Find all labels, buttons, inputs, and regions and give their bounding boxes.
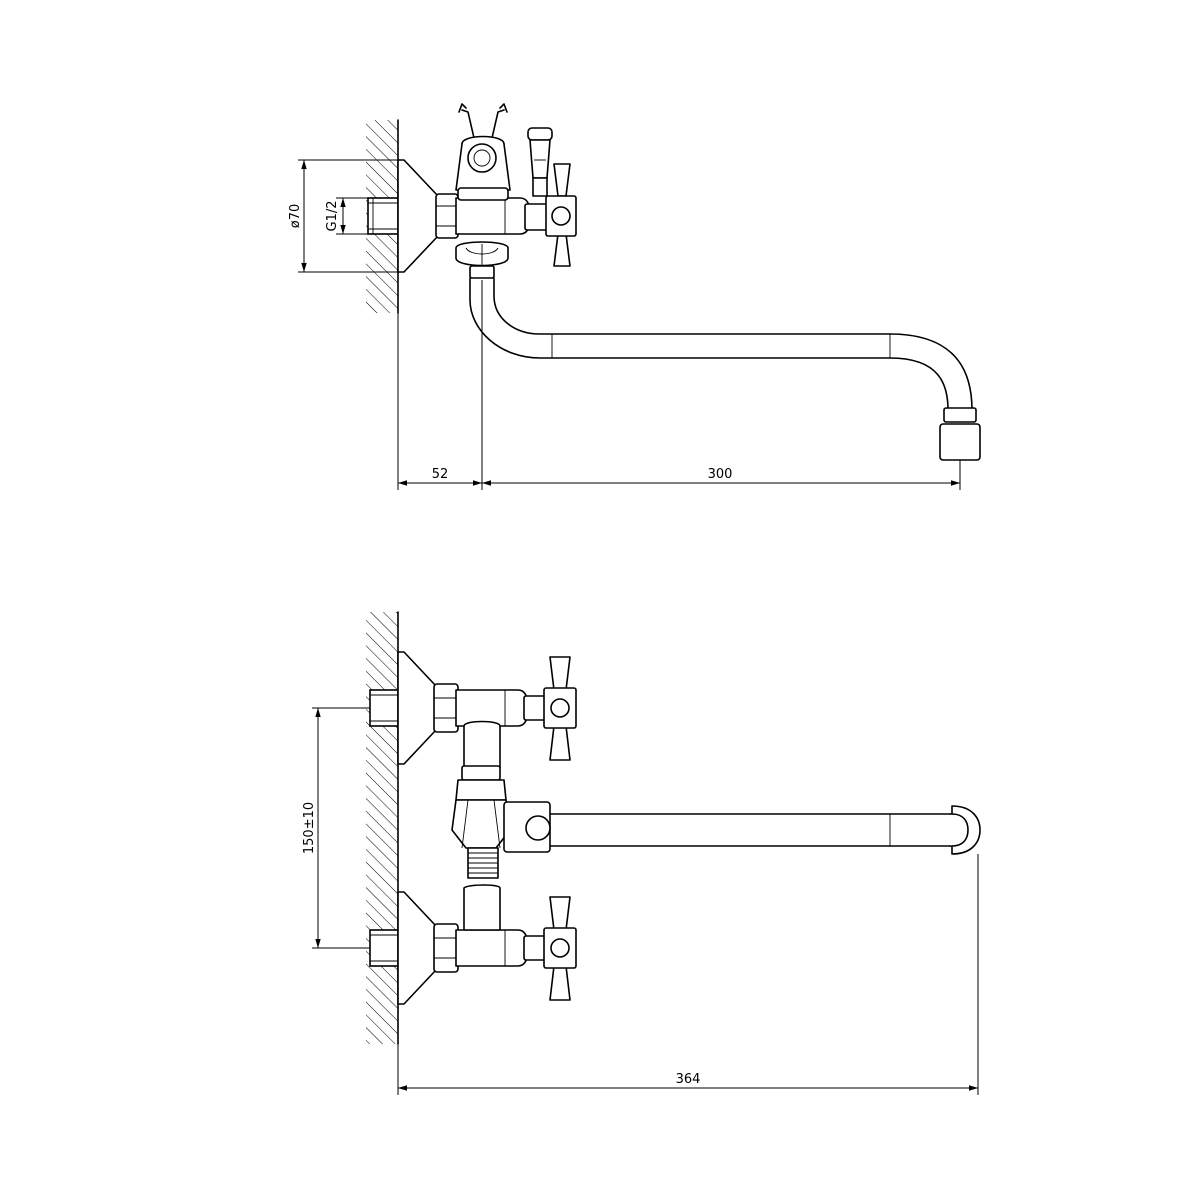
spout-side: [469, 277, 981, 461]
dim-label-diameter: ø70: [288, 204, 303, 229]
hex-nut-side: [435, 193, 459, 239]
lower-inlet-front: [369, 891, 547, 1005]
central-body-front: [451, 765, 551, 879]
wall-front: [366, 611, 399, 1045]
dim-label-spout-reach: 300: [708, 467, 733, 482]
lower-cross-handle-front: [543, 896, 577, 1001]
diverter-knob-side: [527, 127, 553, 197]
flange-side: [397, 159, 439, 273]
cross-handle-side: [545, 163, 577, 267]
mixer-body-side: [455, 197, 550, 235]
shower-holder-side: [455, 103, 511, 201]
upper-inlet-front: [369, 651, 547, 765]
dim-label-centers: 150±10: [302, 802, 317, 854]
front-view: 150±10 364: [302, 611, 981, 1095]
dim-label-thread: G1/2: [325, 201, 340, 232]
side-view: ø70 G1/2 52 300: [288, 103, 981, 490]
dimension-lines-front: [312, 707, 979, 1095]
upper-cross-handle-front: [543, 656, 577, 761]
dimension-lines-side: [298, 159, 961, 490]
inlet-pipe-side: [367, 197, 399, 235]
dim-label-total-length: 364: [676, 1072, 701, 1087]
spout-collar-side: [455, 241, 509, 279]
spout-front: [549, 805, 981, 855]
dim-label-wall-offset: 52: [432, 467, 449, 482]
